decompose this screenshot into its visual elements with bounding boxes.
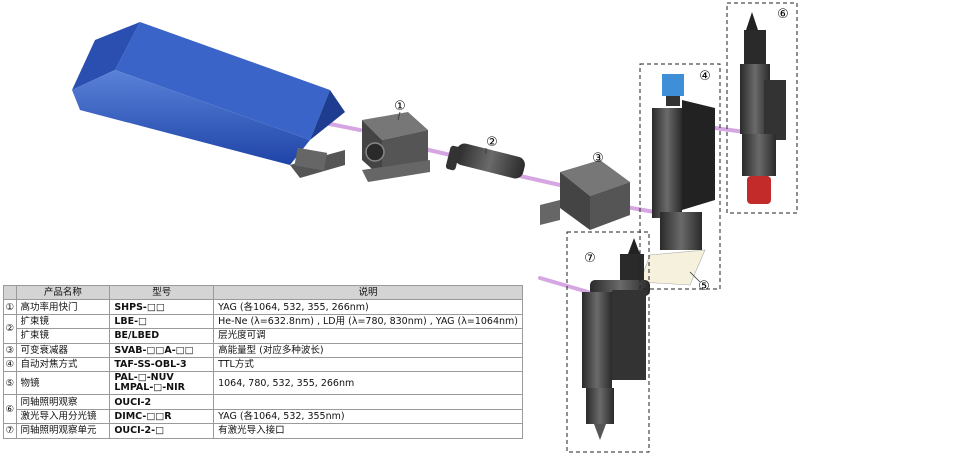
svg-text:②: ②: [486, 135, 498, 150]
row-name: 扩束镜: [15, 313, 111, 330]
svg-text:④: ④: [699, 69, 711, 84]
table-row: ① 高功率用快门 SHPS-□□ YAG (各1064, 532, 355, 2…: [3, 299, 523, 315]
table-row: ④ 自动对焦方式 TAF-SS-OBL-3 TTL方式: [3, 356, 523, 373]
callout-2: ②: [485, 135, 498, 154]
callout-6: ⑥: [777, 7, 789, 22]
row-name: 扩束镜: [15, 328, 111, 344]
outline-autofocus: [639, 63, 721, 290]
svg-text:①: ①: [394, 99, 406, 114]
row-num: ②: [3, 313, 17, 344]
table-row: ② 扩束镜 LBE-□ He-Ne (λ=632.8nm) , LD用 (λ=7…: [3, 313, 523, 344]
row-num: ⑥: [3, 394, 17, 425]
table-row: 扩束镜 BE/LBED 层光度可调: [4, 328, 523, 344]
autofocus-assembly: [639, 74, 715, 286]
header-desc: 说明: [213, 284, 523, 301]
row-num: ⑦: [3, 423, 17, 439]
table-row: ⑤ 物镜 PAL-□-NUV LMPAL-□-NIR 1064, 780, 53…: [3, 371, 523, 396]
dashed-outlines: [566, 2, 798, 453]
laser-source: [72, 22, 345, 178]
row-desc: [213, 394, 523, 410]
row-model-line: LMPAL-□-NIR: [114, 382, 185, 394]
outline-coaxial-unit: [566, 231, 650, 453]
row-model: DIMC-□□R: [109, 408, 215, 425]
svg-text:③: ③: [592, 151, 604, 166]
row-name: 高功率用快门: [15, 299, 111, 315]
row-desc: 层光度可调: [213, 328, 523, 344]
outline-coaxial-observation: [726, 2, 798, 214]
coaxial-observation-component: [740, 12, 786, 204]
callout-5: ⑤: [689, 271, 710, 294]
row-model: OUCI-2: [109, 394, 215, 410]
row-name: 同轴照明观察单元: [15, 423, 111, 439]
row-desc: He-Ne (λ=632.8nm) , LD用 (λ=780, 830nm) ,…: [213, 313, 523, 330]
callouts: ① ② ③ ④ ⑤ ⑥ ⑦: [394, 7, 789, 294]
row-desc: YAG (各1064, 532, 355nm): [213, 408, 523, 425]
row-model: SHPS-□□: [109, 299, 215, 315]
attenuator-component: [540, 160, 630, 230]
coaxial-observation-unit-component: [582, 238, 650, 440]
row-name: 可变衰减器: [15, 342, 111, 358]
table-row: ③ 可变衰减器 SVAB-□□A-□□ 高能量型 (对应多种波长): [3, 342, 523, 358]
row-model-line: PAL-□-NUV: [114, 372, 174, 384]
header-num: [3, 284, 17, 301]
row-num: ③: [3, 342, 17, 358]
row-model: TAF-SS-OBL-3: [109, 356, 215, 373]
table-row: ⑥ 同轴照明观察 OUCI-2: [3, 394, 523, 425]
row-model: LBE-□: [109, 313, 215, 330]
row-desc: 高能量型 (对应多种波长): [213, 342, 523, 358]
shutter-component: [362, 112, 430, 182]
svg-text:⑥: ⑥: [777, 7, 789, 22]
row-num: ①: [3, 299, 17, 315]
table-header-row: 产品名称 型号 说明: [3, 284, 523, 301]
row-desc: YAG (各1064, 532, 355, 266nm): [213, 299, 523, 315]
callout-7: ⑦: [584, 251, 596, 266]
svg-text:⑦: ⑦: [584, 251, 596, 266]
beam-expander-component: [445, 143, 525, 179]
table-row: 激光导入用分光镜 DIMC-□□R YAG (各1064, 532, 355nm…: [4, 408, 523, 425]
row-desc: 有激光导入接口: [213, 423, 523, 439]
row-num: ④: [3, 356, 17, 373]
row-model: OUCI-2-□: [109, 423, 215, 439]
table-row: ⑦ 同轴照明观察单元 OUCI-2-□ 有激光导入接口: [3, 423, 523, 439]
row-name: 自动对焦方式: [15, 356, 111, 373]
callout-3: ③: [592, 151, 604, 166]
header-name: 产品名称: [15, 284, 111, 301]
header-model: 型号: [109, 284, 215, 301]
row-desc: TTL方式: [213, 356, 523, 373]
row-model: PAL-□-NUV LMPAL-□-NIR: [109, 371, 215, 396]
svg-text:⑤: ⑤: [698, 279, 710, 294]
callout-1: ①: [394, 99, 406, 121]
row-desc: 1064, 780, 532, 355, 266nm: [213, 371, 523, 396]
spec-table: 产品名称 型号 说明 ① 高功率用快门 SHPS-□□ YAG (各1064, …: [3, 284, 523, 439]
row-num: ⑤: [3, 371, 17, 396]
row-model: BE/LBED: [109, 328, 215, 344]
row-name: 激光导入用分光镜: [15, 408, 111, 425]
row-name: 物镜: [15, 371, 111, 396]
row-model: SVAB-□□A-□□: [109, 342, 215, 358]
row-name: 同轴照明观察: [15, 394, 111, 410]
callout-4: ④: [699, 69, 711, 84]
